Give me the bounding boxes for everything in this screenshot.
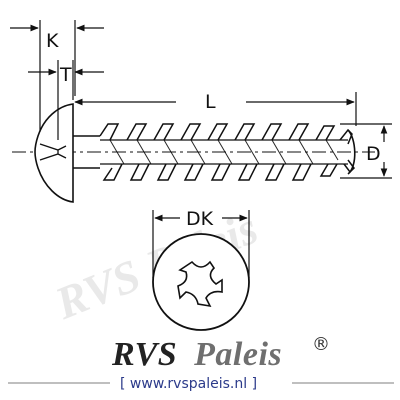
screw-head-profile	[34, 103, 74, 203]
head-circle	[152, 233, 250, 331]
dimension-t	[28, 60, 104, 140]
thread-crests	[99, 123, 355, 181]
screw-shank-start	[73, 135, 100, 169]
thread-core	[100, 139, 348, 165]
dimension-d	[340, 123, 392, 179]
screw-tip	[347, 129, 356, 175]
logo-part-paleis: Paleis	[193, 336, 282, 373]
website-link[interactable]: [ www.rvspaleis.nl ]	[120, 376, 257, 392]
logo-part-rvs: RVS	[111, 336, 177, 373]
dimension-l-label: L	[205, 91, 216, 113]
head-recess	[39, 143, 67, 161]
dimension-t-label: T	[59, 64, 72, 86]
phillips-recess-icon	[177, 260, 223, 308]
dimension-k	[10, 20, 104, 132]
dimension-dk-label: DK	[186, 208, 214, 230]
dimension-dk	[152, 210, 250, 278]
dimension-d-label: D	[366, 143, 381, 165]
brand-logo: RVS Paleis ®	[111, 334, 330, 373]
screw-head-top-view	[152, 233, 250, 331]
dimension-l	[74, 92, 357, 126]
thread-shading	[109, 139, 339, 165]
registered-mark: ®	[312, 334, 330, 355]
dimension-k-label: K	[46, 30, 59, 52]
screw-side-view	[12, 103, 375, 203]
svg-text:RVS Paleis: RVS Paleis	[111, 336, 282, 373]
